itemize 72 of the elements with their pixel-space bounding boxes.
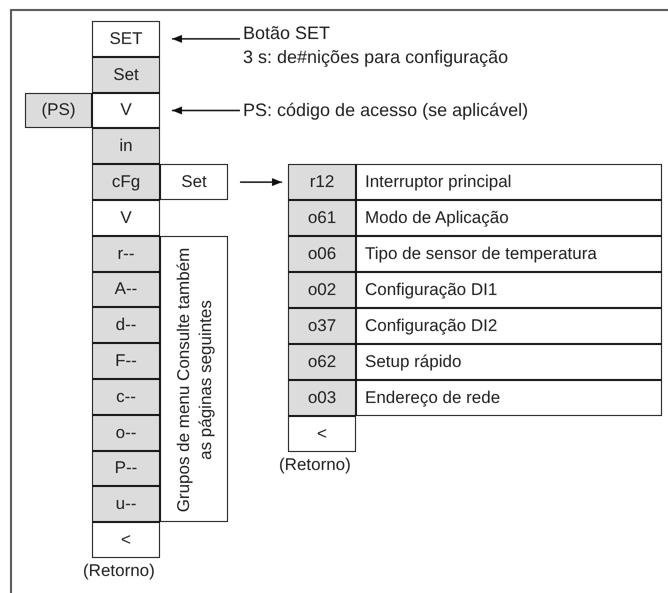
- arrow: [172, 34, 240, 43]
- menu-cell: [92, 379, 160, 415]
- menu-cell: [356, 236, 662, 272]
- menu-cell: [288, 344, 356, 380]
- menu-code: r12: [310, 172, 334, 192]
- menu-code: Set: [181, 172, 207, 192]
- menu-code: Set: [113, 64, 139, 85]
- parameter-description: Modo de Aplicação: [365, 208, 509, 228]
- menu-code: u--: [116, 494, 136, 514]
- menu-cell: [288, 200, 356, 236]
- parameter-description: Setup rápido: [365, 352, 462, 372]
- menu-code: in: [119, 136, 133, 156]
- menu-cell: [288, 236, 356, 272]
- menu-code: o61: [308, 208, 336, 228]
- callout-text: PS: código de acesso (se aplicável): [243, 99, 528, 122]
- menu-code: o03: [308, 388, 336, 408]
- menu-code: c--: [116, 386, 136, 407]
- menu-code: o62: [308, 352, 336, 372]
- arrow: [240, 178, 282, 186]
- menu-cell: [288, 272, 356, 308]
- parameter-description: Interruptor principal: [365, 172, 512, 192]
- menu-cell: [92, 450, 160, 486]
- menu-code: o--: [116, 422, 136, 443]
- menu-cell: [356, 200, 662, 236]
- callout-text: Botão SET: [243, 22, 330, 45]
- parameter-description: Endereço de rede: [365, 388, 500, 408]
- menu-cell: [92, 128, 160, 164]
- menu-cell: [92, 164, 160, 200]
- menu-cell: [92, 307, 160, 344]
- menu-code: <: [121, 530, 131, 550]
- menu-code: o06: [308, 244, 336, 264]
- menu-cell: [92, 272, 160, 308]
- menu-cell: [288, 308, 356, 344]
- menu-cell: [92, 56, 160, 93]
- parameter-description: Configuração DI2: [365, 316, 498, 336]
- parameter-description: Tipo de sensor de temperatura: [365, 244, 597, 264]
- parameter-description: Configuração DI1: [365, 280, 498, 300]
- menu-cell: [92, 414, 160, 451]
- menu-cell: [356, 308, 662, 344]
- menu-code: o02: [308, 280, 336, 300]
- arrow: [172, 106, 240, 114]
- caption-text: (Retorno): [83, 560, 155, 581]
- menu-cell: [356, 344, 662, 380]
- menu-cell: [92, 92, 160, 128]
- menu-cell: [92, 343, 160, 379]
- menu-code: cFg: [112, 172, 140, 192]
- menu-cell: [356, 272, 662, 308]
- menu-cell: [356, 380, 662, 416]
- menu-cell: [92, 486, 160, 522]
- menu-code: P--: [114, 458, 138, 478]
- menu-cell: [92, 236, 160, 272]
- menu-code: (PS): [42, 100, 76, 120]
- menu-code: V: [120, 208, 132, 228]
- menu-code: r--: [118, 244, 134, 264]
- menu-code: o37: [308, 316, 336, 336]
- menu-code: SET: [109, 28, 143, 49]
- menu-cell: [92, 200, 160, 236]
- menu-cell: [25, 92, 92, 128]
- menu-code: A--: [114, 279, 138, 300]
- callout-text: 3 s: de#nições para configuração: [243, 46, 508, 69]
- menu-cell: [356, 164, 662, 200]
- menu-cell: [92, 21, 160, 57]
- menu-cell: [288, 380, 356, 416]
- menu-cell: [160, 236, 228, 522]
- caption-text: (Retorno): [279, 455, 351, 475]
- menu-code: F--: [115, 351, 137, 372]
- menu-group-note: Grupos de menu Consulte também as páginas seguintes: [173, 246, 216, 514]
- menu-code: d--: [116, 315, 136, 336]
- menu-code: <: [317, 424, 327, 444]
- menu-cell: [288, 164, 356, 200]
- menu-cell: [160, 164, 228, 200]
- menu-code: V: [120, 100, 132, 120]
